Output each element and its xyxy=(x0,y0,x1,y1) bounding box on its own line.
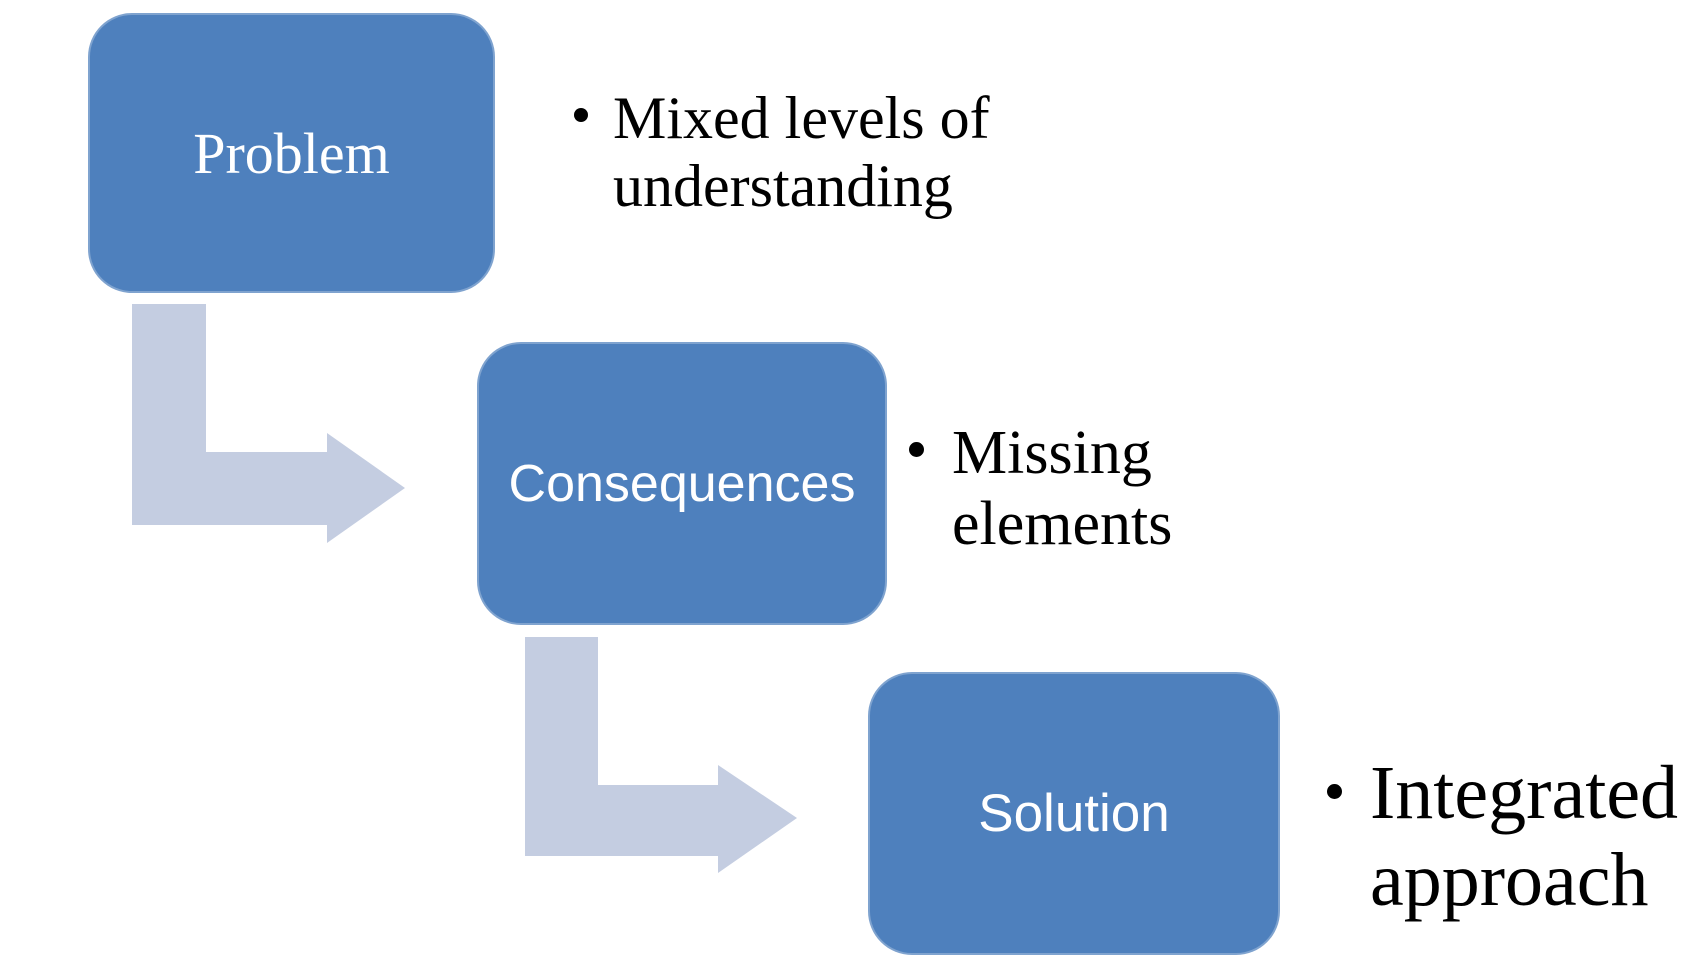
step-box-consequences-label: Consequences xyxy=(508,454,856,513)
bullet-text-consequences: Missing elements xyxy=(952,419,1173,558)
bullet-dot xyxy=(1327,784,1342,799)
step-box-problem: Problem xyxy=(88,13,495,293)
bent-arrow-icon xyxy=(525,637,797,873)
step-box-consequences: Consequences xyxy=(477,342,887,625)
bullet-dot xyxy=(574,108,588,122)
bullet-text-problem: Mixed levels of understanding xyxy=(613,85,990,220)
bullet-text-solution: Integrated approach xyxy=(1370,751,1679,922)
bent-arrow-icon xyxy=(132,304,405,543)
step-box-problem-label: Problem xyxy=(193,120,390,186)
bullet-dot xyxy=(909,442,924,457)
step-box-solution-label: Solution xyxy=(978,784,1170,843)
step-box-solution: Solution xyxy=(868,672,1280,955)
